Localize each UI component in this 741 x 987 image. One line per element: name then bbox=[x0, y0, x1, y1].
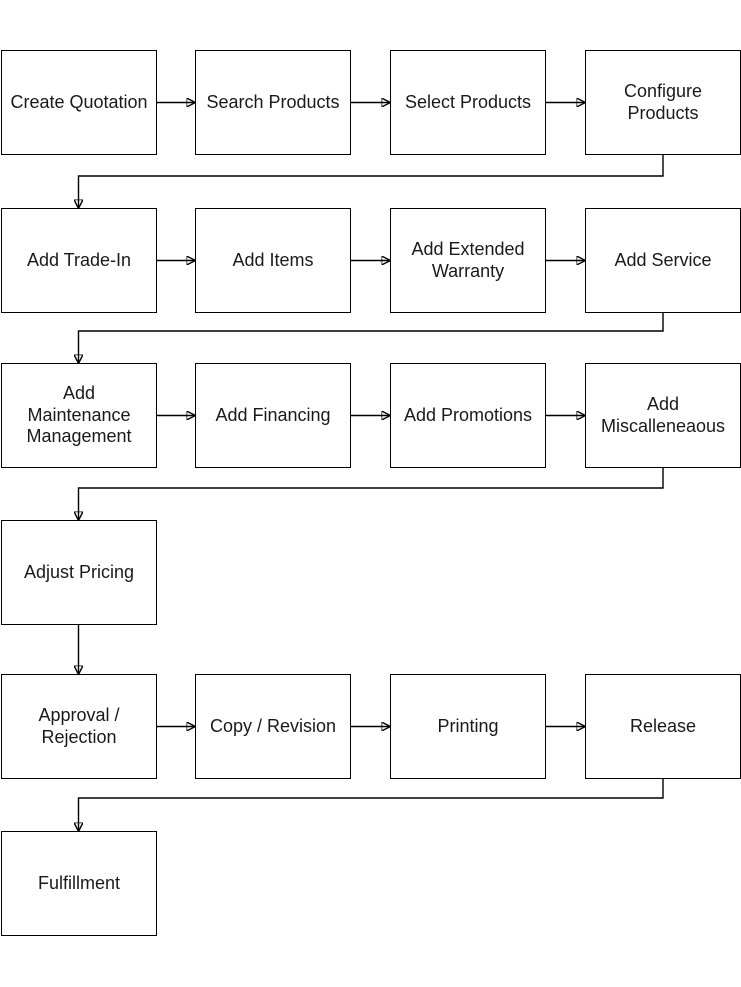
flow-node-fulfillment: Fulfillment bbox=[1, 831, 157, 936]
flow-node-label: Add Promotions bbox=[403, 404, 533, 425]
flow-node-create-quotation: Create Quotation bbox=[1, 50, 157, 155]
flow-node-release: Release bbox=[585, 674, 741, 779]
flow-node-approval-rejection: Approval / Rejection bbox=[1, 674, 157, 779]
flow-node-search-products: Search Products bbox=[195, 50, 351, 155]
flow-node-label: Configure Products bbox=[623, 80, 703, 123]
connector-add-service-to-add-maintenance-management bbox=[79, 313, 664, 363]
flow-node-label: Add Financing bbox=[215, 404, 331, 425]
flow-node-add-items: Add Items bbox=[195, 208, 351, 313]
flow-node-adjust-pricing: Adjust Pricing bbox=[1, 520, 157, 625]
flow-node-label: Add Trade-In bbox=[26, 249, 132, 270]
flow-node-add-miscalleneaous: Add Miscalleneaous bbox=[585, 363, 741, 468]
flow-node-label: Search Products bbox=[206, 91, 340, 112]
flow-node-label: Fulfillment bbox=[37, 872, 121, 893]
flow-node-label: Copy / Revision bbox=[209, 715, 337, 736]
flow-node-copy-revision: Copy / Revision bbox=[195, 674, 351, 779]
connector-release-to-fulfillment bbox=[79, 779, 664, 831]
flow-node-label: Adjust Pricing bbox=[23, 561, 135, 582]
flow-node-label: Select Products bbox=[404, 91, 532, 112]
flow-node-label: Add Extended Warranty bbox=[411, 238, 525, 281]
flow-node-label: Add Miscalleneaous bbox=[600, 393, 726, 436]
flow-node-label: Printing bbox=[437, 715, 499, 736]
flow-node-add-promotions: Add Promotions bbox=[390, 363, 546, 468]
flow-node-add-extended-warranty: Add Extended Warranty bbox=[390, 208, 546, 313]
flow-node-add-trade-in: Add Trade-In bbox=[1, 208, 157, 313]
flow-node-label: Release bbox=[629, 715, 697, 736]
flow-node-select-products: Select Products bbox=[390, 50, 546, 155]
flow-node-label: Create Quotation bbox=[10, 91, 148, 112]
flow-node-add-service: Add Service bbox=[585, 208, 741, 313]
flow-node-add-maintenance-management: Add Maintenance Management bbox=[1, 363, 157, 468]
flow-node-label: Add Maintenance Management bbox=[26, 383, 132, 447]
connector-add-miscalleneaous-to-adjust-pricing bbox=[79, 468, 664, 520]
flow-node-label: Approval / Rejection bbox=[38, 704, 120, 747]
flow-node-label: Add Service bbox=[614, 249, 712, 270]
flow-node-printing: Printing bbox=[390, 674, 546, 779]
flow-node-label: Add Items bbox=[232, 249, 314, 270]
flow-node-configure-products: Configure Products bbox=[585, 50, 741, 155]
connector-configure-products-to-add-trade-in bbox=[79, 155, 664, 208]
flow-node-add-financing: Add Financing bbox=[195, 363, 351, 468]
